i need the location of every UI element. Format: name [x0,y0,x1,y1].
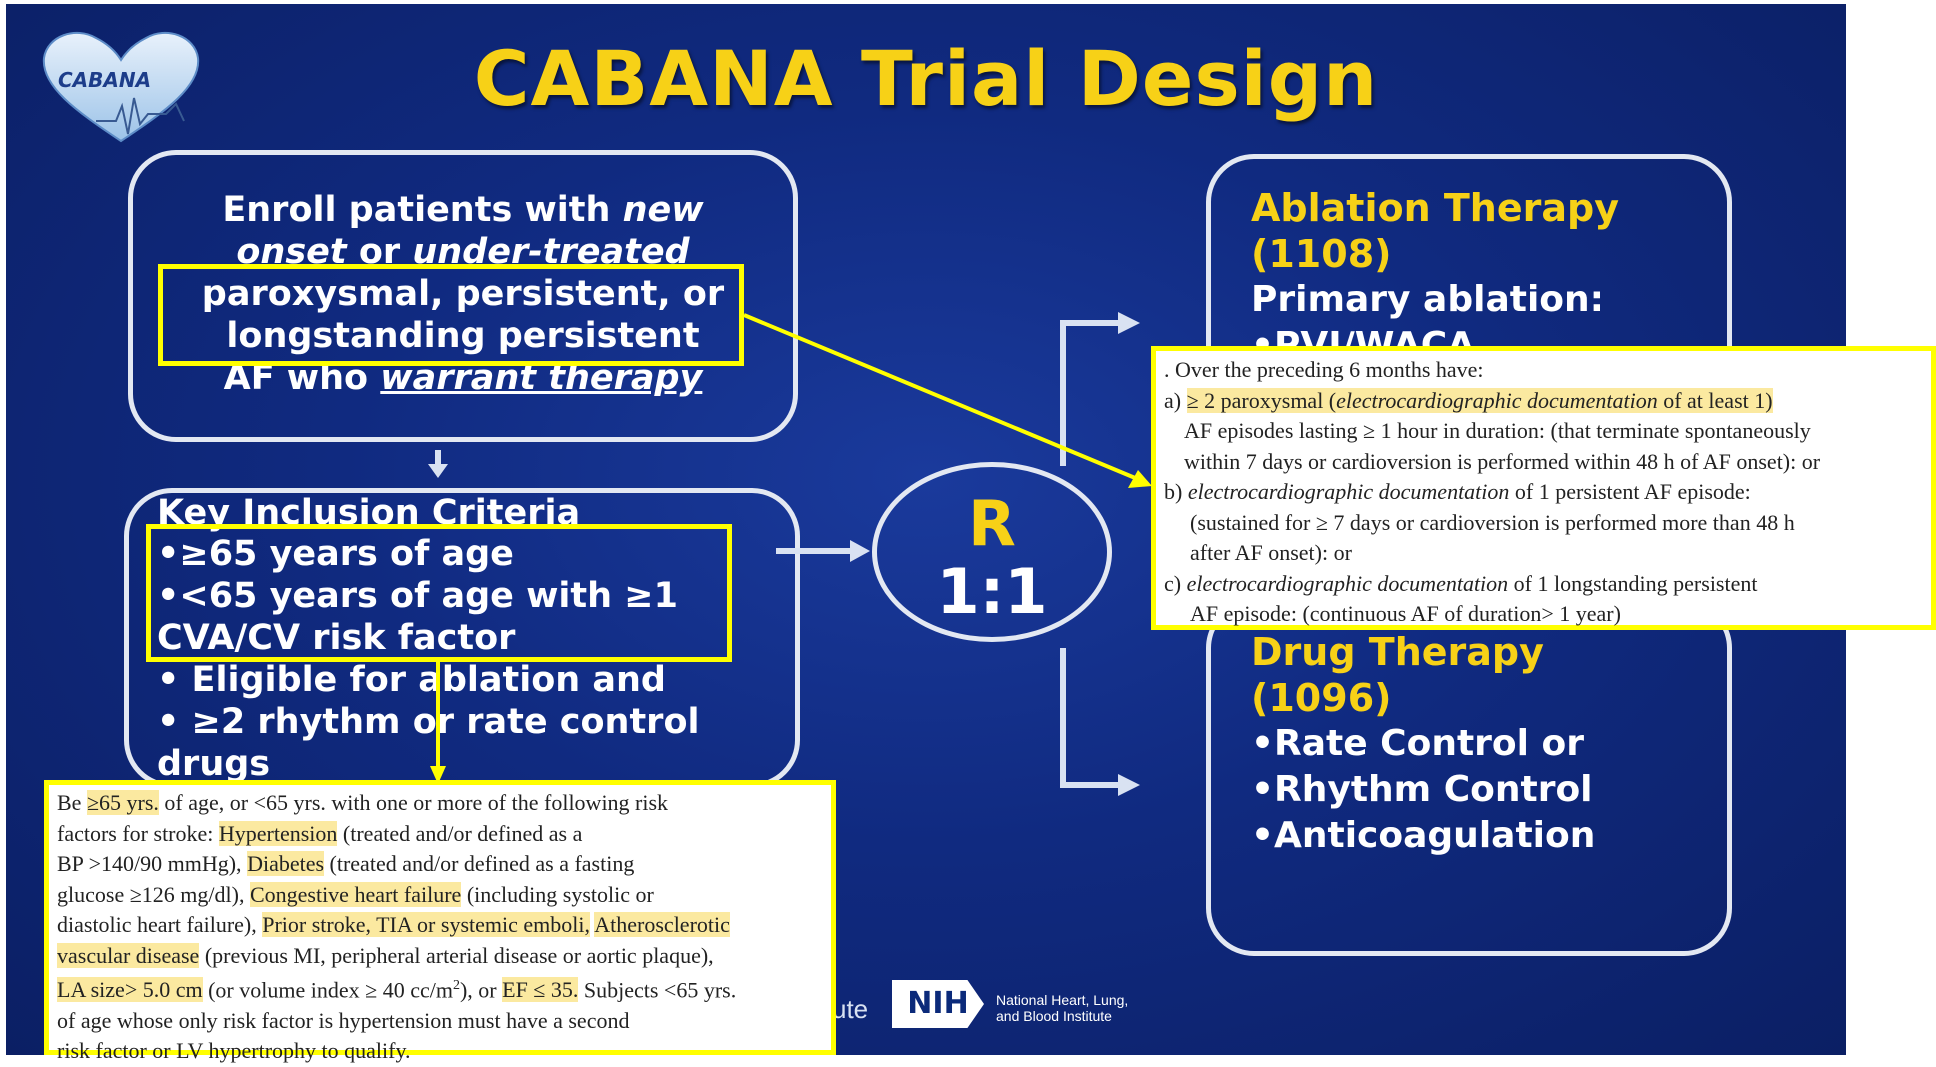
af-line: AF episode: (continuous AF of duration> … [1190,601,1621,626]
randomization-letter: R [968,487,1016,560]
risk-superscript: 2 [452,978,460,993]
down-arrow-icon [428,450,448,478]
af-line-part: electrocardiographic documentation [1336,387,1658,413]
enroll-line-4: longstanding persistent [226,316,700,356]
enroll-line-3: paroxysmal, persistent, or [201,274,725,314]
criteria-item: •<65 years of age with ≥1 [157,576,678,616]
drug-title: Drug Therapy [1251,630,1544,674]
arrow-head-icon [1118,312,1140,334]
af-line-part: of at least 1) [1657,387,1773,413]
arrow-head-icon [1118,774,1140,796]
ablation-count: (1108) [1251,232,1392,276]
af-line-part: of 1 longstanding persistent [1508,570,1758,596]
drug-item: •Rate Control or [1251,723,1585,764]
heart-ecg-logo-icon [42,31,200,143]
af-line: AF episodes lasting ≥ 1 hour in duration… [1184,418,1811,443]
drug-item: •Rhythm Control [1251,769,1593,810]
cabana-logo: CABANA [36,26,206,146]
risk-highlight: Congestive heart failure [249,881,462,907]
branch-line-bottom [1060,648,1066,788]
af-line: b) electrocardiographic documentation of… [1164,477,1931,508]
enroll-line-1b: new [622,190,704,230]
risk-line: glucose ≥126 mg/dl), Congestive heart fa… [57,880,831,911]
af-line-part: of 1 persistent AF episode: [1509,479,1751,504]
randomization-ratio: 1:1 [936,555,1048,628]
af-type-highlight-frame [158,264,744,366]
risk-line: diastolic heart failure), Prior stroke, … [57,910,831,941]
risk-text: factors for stroke: [57,820,219,846]
ablation-title: Ablation Therapy [1251,186,1619,230]
risk-highlight: Diabetes [247,851,325,876]
af-line: (sustained for ≥ 7 days or cardioversion… [1190,509,1795,535]
right-arrow-icon [776,540,870,562]
af-line-part: b) [1164,479,1188,504]
criteria-item: • Eligible for ablation and [157,660,666,700]
footer-partial-text: ute [832,994,869,1024]
risk-text: (treated and/or defined as a [337,820,583,846]
risk-line: LA size> 5.0 cm (or volume index ≥ 40 cc… [57,971,831,1006]
af-line: after AF onset): or [1190,540,1352,565]
risk-text: (including systolic or [461,881,654,907]
branch-line-top [1060,326,1066,466]
risk-highlight: LA size> 5.0 cm [57,977,203,1003]
risk-factor-callout: Be ≥65 yrs. of age, or <65 yrs. with one… [44,780,836,1063]
af-line-part: c) [1164,570,1187,596]
branch-line-bottom-h [1060,782,1130,788]
nih-org-line-2: and Blood Institute [996,1008,1112,1024]
risk-highlight: Prior stroke, TIA or systemic emboli, [262,912,590,937]
risk-text: glucose ≥126 mg/dl), [57,881,250,907]
af-line-part: a) [1164,387,1187,413]
risk-text: (previous MI, peripheral arterial diseas… [199,942,714,968]
af-line-part: electrocardiographic documentation [1187,479,1510,504]
risk-line: of age whose only risk factor is hyperte… [57,1007,630,1033]
criteria-box: Key Inclusion Criteria •≥65 years of age… [124,488,800,788]
af-line: a) ≥ 2 paroxysmal (electrocardiographic … [1164,386,1931,417]
risk-highlight: Hypertension [218,820,338,846]
nih-logo: NIH [892,980,984,1028]
risk-line: factors for stroke: Hypertension (treate… [57,819,831,850]
af-line-part: ≥ 2 paroxysmal ( [1186,387,1337,413]
criteria-item: •≥65 years of age [157,534,514,574]
branch-line-top-h [1060,320,1130,326]
enroll-line-1a: Enroll patients with [222,190,623,230]
af-line: c) electrocardiographic documentation of… [1164,569,1931,600]
af-definition-callout: . Over the preceding 6 months have: a) ≥… [1151,346,1936,630]
risk-text: BP >140/90 mmHg), [57,851,248,876]
criteria-item: • ≥2 rhythm or rate control [157,702,700,742]
risk-text: of age, or <65 yrs. with one or more of … [158,790,669,815]
risk-line: risk factor or LV hypertrophy to qualify… [57,1038,411,1064]
logo-text: CABANA [58,68,152,92]
criteria-highlight-frame [146,524,732,662]
risk-highlight: ≥65 yrs. [86,790,159,815]
risk-highlight: vascular disease [57,942,200,968]
ablation-subtitle: Primary ablation: [1251,279,1605,320]
risk-text: diastolic heart failure), [57,912,263,937]
drug-item: •Anticoagulation [1251,815,1596,856]
risk-line: BP >140/90 mmHg), Diabetes (treated and/… [57,849,831,880]
af-line: within 7 days or cardioversion is perfor… [1184,448,1821,474]
risk-text: (or volume index ≥ 40 cc/m [202,977,453,1003]
af-line-part: electrocardiographic documentation [1186,570,1509,596]
criteria-list: •≥65 years of age •<65 years of age with… [157,533,699,785]
risk-highlight: Atherosclerotic [594,912,730,937]
risk-text: ), or [459,977,503,1003]
af-highlight: ≥ 2 paroxysmal (electrocardiographic doc… [1186,387,1773,413]
criteria-item: drugs [157,744,271,784]
nih-org-name: National Heart, Lung, and Blood Institut… [996,992,1128,1024]
risk-text: (treated and/or defined as a fasting [324,851,635,876]
drug-text: Drug Therapy (1096) •Rate Control or •Rh… [1251,629,1595,859]
risk-text: Subjects <65 yrs. [578,977,737,1003]
risk-line: Be ≥65 yrs. of age, or <65 yrs. with one… [57,788,831,819]
risk-text: Be [57,790,87,815]
criteria-item: CVA/CV risk factor [157,618,516,658]
drug-box: Drug Therapy (1096) •Rate Control or •Rh… [1206,600,1732,956]
drug-count: (1096) [1251,676,1392,720]
randomization-circle: R 1:1 [872,462,1112,642]
risk-highlight: EF ≤ 35. [502,977,579,1003]
risk-line: vascular disease (previous MI, periphera… [57,941,831,972]
af-line: . Over the preceding 6 months have: [1164,357,1484,382]
nih-org-line-1: National Heart, Lung, [996,992,1129,1008]
slide-title: CABANA Trial Design [473,34,1379,123]
